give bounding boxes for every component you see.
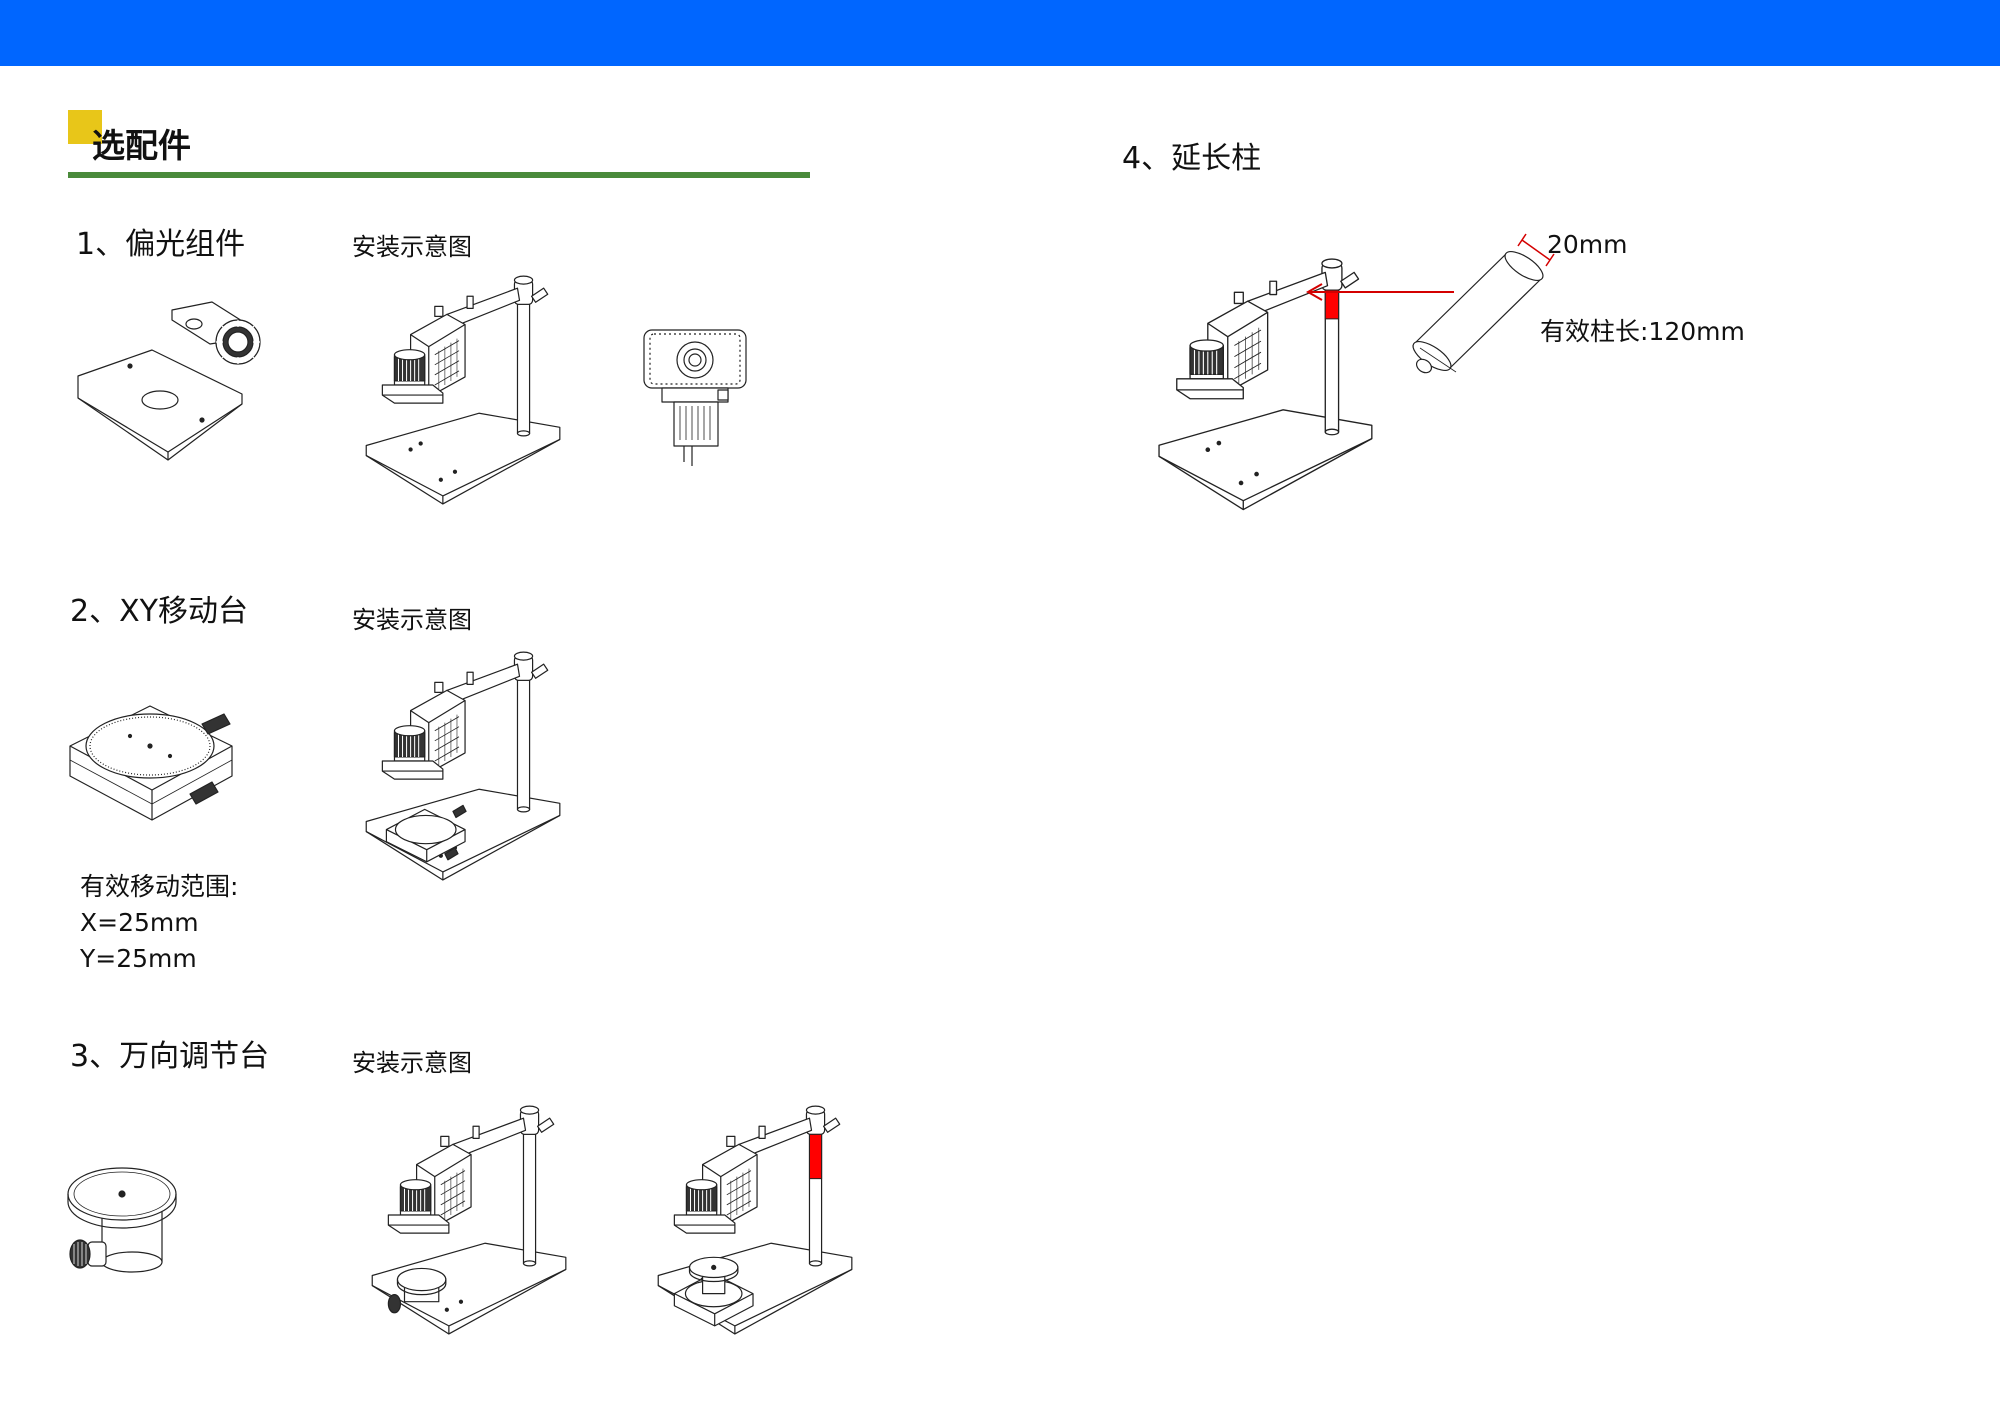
extension-post-diameter: 20mm [1547, 230, 1628, 259]
section-1-heading: 1、偏光组件 [76, 227, 246, 262]
xy-stage-illustration [66, 690, 236, 830]
section-4-heading: 4、延长柱 [1122, 141, 1262, 176]
tilt-stage-install-diagram [371, 1105, 567, 1335]
section-1-caption: 安装示意图 [352, 233, 472, 261]
section-2-heading: 2、XY移动台 [70, 594, 248, 629]
xy-range-y: Y=25mm [80, 944, 197, 973]
title-rule [68, 172, 810, 178]
page-title: 选配件 [92, 126, 191, 165]
tilt-with-extension-install-diagram [657, 1105, 853, 1335]
extension-post-arrow-and-part [1296, 232, 1466, 382]
xy-range-x: X=25mm [80, 908, 199, 937]
top-bar [0, 0, 2000, 66]
section-3-caption: 安装示意图 [352, 1049, 472, 1077]
extension-post-install-diagram [1158, 258, 1373, 511]
polarizer-install-diagram [365, 275, 561, 505]
extension-post-illustration [1410, 236, 1570, 386]
polarizer-kit-illustration [72, 296, 272, 466]
tilt-stage-illustration [66, 1156, 196, 1286]
section-2-caption: 安装示意图 [352, 606, 472, 634]
extension-post-length: 有效柱长:120mm [1540, 317, 1745, 346]
title-marker [68, 110, 102, 144]
polarizer-camera-front-view [640, 320, 750, 470]
section-3-heading: 3、万向调节台 [70, 1039, 270, 1074]
xy-range-label: 有效移动范围: [80, 872, 239, 901]
xy-stage-install-diagram [365, 651, 561, 881]
